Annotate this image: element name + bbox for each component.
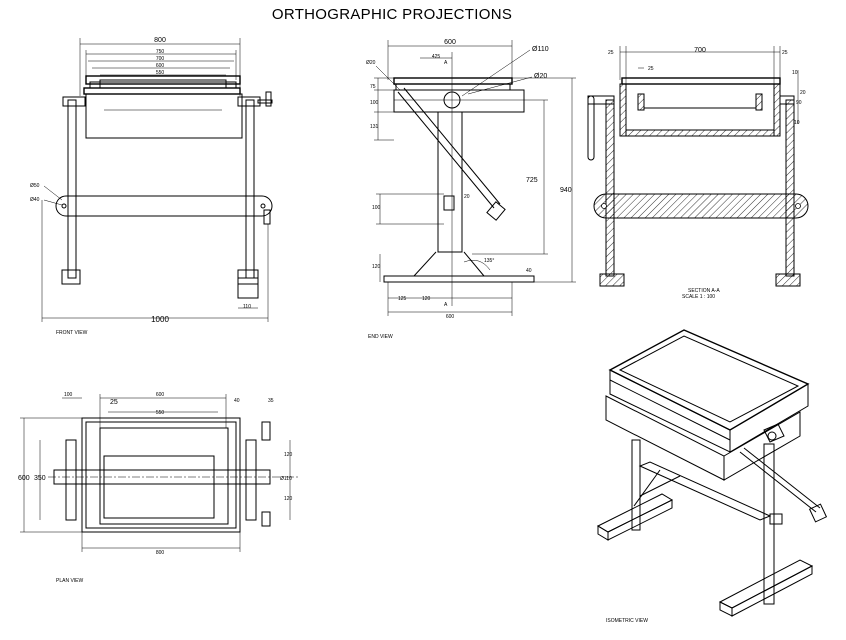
dim-dia-20-left: Ø20 [366, 60, 376, 66]
dim-25-inner: 25 [648, 66, 654, 72]
dim-20-section: 20 [800, 90, 806, 96]
dim-120: 120 [372, 264, 381, 270]
dim-100-lower: 100 [372, 205, 381, 211]
dim-940: 940 [560, 187, 572, 194]
isometric-view-label: ISOMETRIC VIEW [606, 618, 648, 624]
end-view-label: END VIEW [368, 334, 393, 340]
dim-110: 110 [243, 304, 251, 310]
dim-600-plan: 600 [156, 392, 165, 398]
dim-dia-50: Ø50 [30, 183, 40, 189]
isometric-view: ISOMETRIC VIEW [596, 329, 828, 624]
sheet-title: ORTHOGRAPHIC PROJECTIONS [272, 6, 512, 23]
dim-600-bottom: 600 [446, 314, 455, 320]
section-view: 25 700 25 25 10 20 90 10 SECTION A-A SCA… [587, 46, 809, 300]
dim-425: 425 [432, 54, 441, 60]
section-mark-bottom: A [444, 302, 448, 308]
dim-75: 75 [370, 84, 376, 90]
dim-dia-110-plan: Ø110 [280, 476, 292, 482]
dim-600: 600 [156, 63, 165, 69]
dim-25-right: 25 [782, 50, 788, 56]
section-mark-top: A [444, 60, 448, 66]
dim-10-top: 10 [792, 70, 798, 76]
dim-dia-20: Ø20 [534, 73, 547, 80]
plan-view: 100 600 25 550 40 35 600 350 120 Ø110 12… [18, 392, 300, 584]
dim-125: 125 [398, 296, 407, 302]
dim-750: 750 [156, 49, 165, 55]
dim-120-plan-bottom: 120 [284, 496, 293, 502]
dim-100-plan: 100 [64, 392, 73, 398]
front-view-label: FRONT VIEW [56, 330, 88, 336]
dim-600-vertical: 600 [18, 475, 30, 482]
dim-120-bottom: 120 [422, 296, 431, 302]
section-label: SECTION A-A [688, 288, 720, 294]
dim-100: 100 [370, 100, 379, 106]
dim-120-plan-top: 120 [284, 452, 293, 458]
dim-20: 20 [464, 194, 470, 200]
dim-550-plan: 550 [156, 410, 165, 416]
dim-25-left: 25 [608, 50, 614, 56]
dim-700: 700 [156, 56, 165, 62]
dim-600-top: 600 [444, 39, 456, 46]
front-view: 800 750 700 600 550 Ø50 Ø40 1000 110 FRO… [30, 37, 273, 336]
dim-90: 90 [796, 100, 802, 106]
end-view: 600 425 A A Ø110 Ø20 Ø20 75 100 131 725 … [366, 39, 576, 340]
plan-view-label: PLAN VIEW [56, 578, 84, 584]
dim-700: 700 [694, 47, 706, 54]
scale-label: SCALE 1 : 100 [682, 294, 715, 300]
dim-725: 725 [526, 177, 538, 184]
dim-40-plan: 40 [234, 398, 240, 404]
dim-350: 350 [34, 475, 46, 482]
dim-550: 550 [156, 70, 165, 76]
dim-135-deg: 135° [484, 258, 494, 264]
dim-40: 40 [526, 268, 532, 274]
dim-800: 800 [154, 37, 166, 44]
dim-25-plan: 25 [110, 399, 118, 406]
dim-131: 131 [370, 124, 379, 130]
dim-10-bottom: 10 [794, 120, 800, 126]
dim-dia-110: Ø110 [532, 46, 549, 53]
dim-dia-40: Ø40 [30, 197, 40, 203]
dim-35-plan: 35 [268, 398, 274, 404]
dim-1000: 1000 [151, 315, 169, 324]
dim-800-plan: 800 [156, 550, 165, 556]
